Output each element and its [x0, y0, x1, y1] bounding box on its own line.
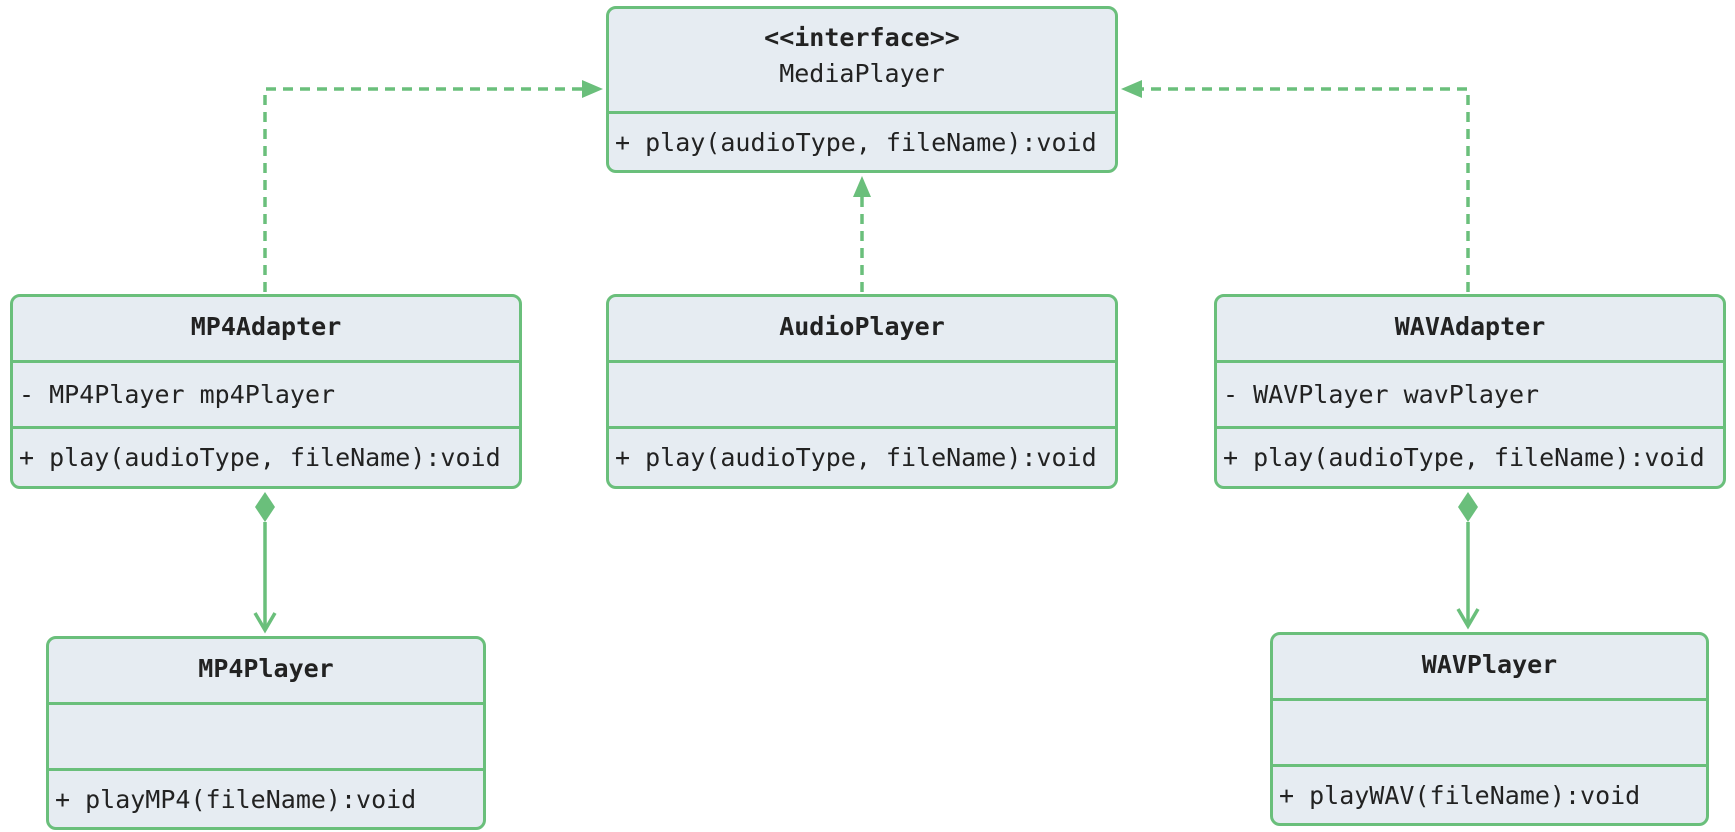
class-media-player: <<interface>> MediaPlayer + play(audioTy…	[606, 6, 1118, 173]
diamond-mp4adapter	[255, 492, 275, 522]
method-item: + play(audioType, fileName):void	[615, 127, 1097, 157]
class-name: MediaPlayer	[779, 59, 945, 88]
edge-mp4adapter-realizes-mediaplayer	[263, 87, 590, 292]
attribute-item: - WAVPlayer wavPlayer	[1223, 380, 1540, 409]
attribute-list: - MP4Player mp4Player	[13, 360, 519, 426]
diamond-wavadapter	[1458, 492, 1478, 522]
method-item: + play(audioType, fileName):void	[1223, 443, 1705, 472]
method-list: + play(audioType, fileName):void	[1217, 426, 1723, 486]
class-header: MP4Adapter	[13, 297, 519, 360]
method-list: + play(audioType, fileName):void	[609, 111, 1115, 170]
arrowhead-wavplayer	[1456, 608, 1480, 630]
class-name: MP4Adapter	[190, 312, 342, 341]
arrowhead-wavadapter-realization	[1121, 80, 1142, 98]
method-list: + play(audioType, fileName):void	[13, 426, 519, 486]
class-header: <<interface>> MediaPlayer	[609, 9, 1115, 111]
method-item: + playMP4(fileName):void	[55, 784, 417, 814]
method-list: + playMP4(fileName):void	[49, 768, 483, 827]
class-audio-player: AudioPlayer + play(audioType, fileName):…	[606, 294, 1118, 489]
class-mp4-player: MP4Player + playMP4(fileName):void	[46, 636, 486, 830]
attribute-list: - WAVPlayer wavPlayer	[1217, 360, 1723, 426]
class-name: WAVPlayer	[1421, 650, 1558, 679]
attribute-list	[1273, 698, 1706, 764]
attribute-list	[49, 702, 483, 768]
class-name: WAVAdapter	[1394, 312, 1546, 341]
arrowhead-audioplayer-realization	[853, 176, 871, 197]
class-wav-player: WAVPlayer + playWAV(fileName):void	[1270, 632, 1709, 826]
class-name: AudioPlayer	[779, 312, 945, 341]
class-header: MP4Player	[49, 639, 483, 702]
class-header: WAVAdapter	[1217, 297, 1723, 360]
attribute-item: - MP4Player mp4Player	[19, 380, 336, 409]
arrowhead-mp4adapter-realization	[582, 80, 603, 98]
stereotype-label: <<interface>>	[764, 23, 960, 52]
method-item: + play(audioType, fileName):void	[615, 443, 1097, 472]
class-mp4-adapter: MP4Adapter - MP4Player mp4Player + play(…	[10, 294, 522, 489]
method-item: + playWAV(fileName):void	[1279, 780, 1641, 810]
method-list: + play(audioType, fileName):void	[609, 426, 1115, 486]
class-header: AudioPlayer	[609, 297, 1115, 360]
edge-wavadapter-realizes-mediaplayer	[1135, 87, 1470, 292]
attribute-list	[609, 360, 1115, 426]
arrowhead-mp4player	[253, 612, 277, 634]
class-header: WAVPlayer	[1273, 635, 1706, 698]
class-wav-adapter: WAVAdapter - WAVPlayer wavPlayer + play(…	[1214, 294, 1726, 489]
method-item: + play(audioType, fileName):void	[19, 443, 501, 472]
method-list: + playWAV(fileName):void	[1273, 764, 1706, 823]
class-name: MP4Player	[198, 654, 334, 683]
